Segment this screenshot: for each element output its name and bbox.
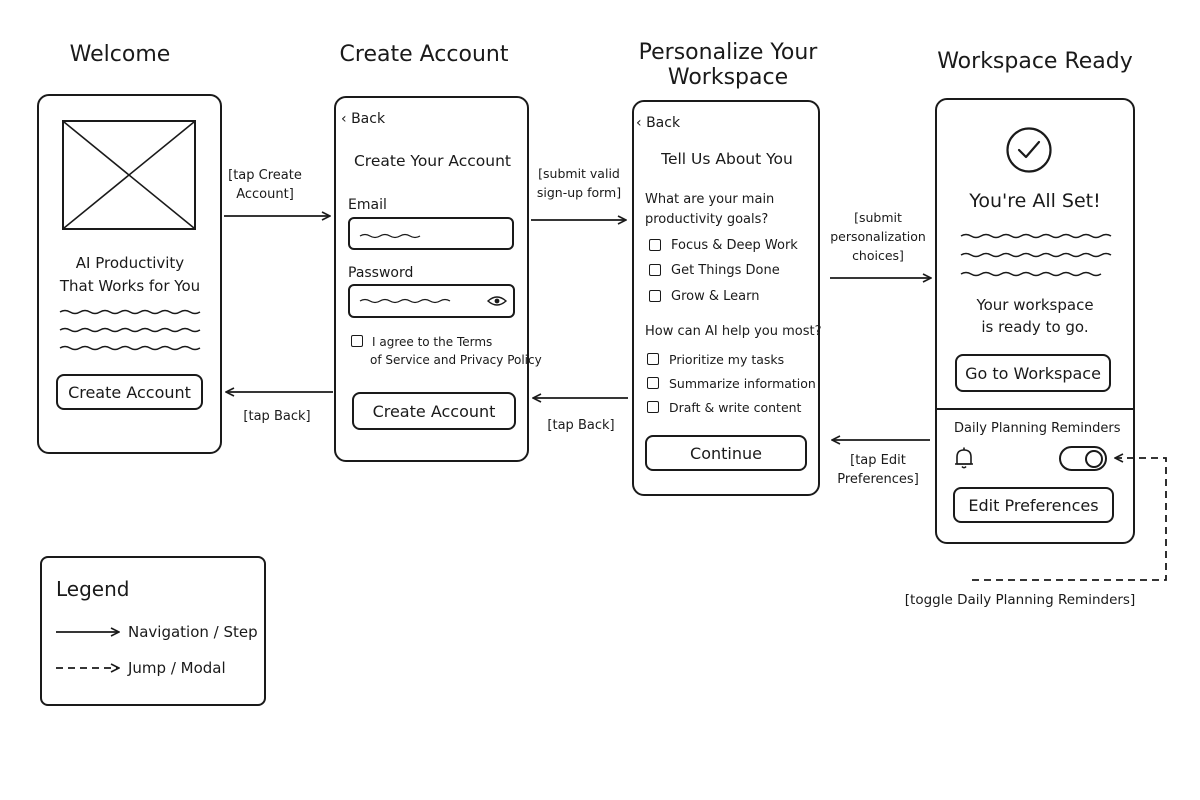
label-line: choices] [852,248,904,263]
chevron-left-icon: ‹ [636,115,642,131]
label-line: [tap Create [228,168,302,183]
workspace-ready-screen [935,98,1135,544]
email-field[interactable] [348,217,514,250]
goal-option: Focus & Deep Work [671,238,798,253]
back-label: Back [646,115,681,131]
legend-solid-label: Navigation / Step [128,623,258,641]
terms-checkbox[interactable] [351,335,363,347]
label-submit-personalization: [submit personalization choices] [826,208,930,265]
welcome-text-placeholder [59,309,201,351]
go-to-workspace-button[interactable]: Go to Workspace [955,354,1111,392]
label-line: personalization [830,229,926,244]
personalize-title-line2: Workspace [667,65,789,90]
welcome-title: Welcome [69,42,171,67]
check-circle-icon [1005,126,1053,174]
goal-checkbox[interactable] [649,264,661,276]
ai-help-checkbox[interactable] [647,401,659,413]
create-account-title: Create Account [339,42,509,67]
label-line: Preferences] [837,472,919,487]
chevron-left-icon: ‹ [341,111,347,127]
personalize-title-line1: Personalize Your [638,40,818,65]
welcome-create-account-button[interactable]: Create Account [56,374,203,410]
field-value-placeholder [359,233,451,304]
label-line: [tap Edit [850,453,906,468]
welcome-headline: AI Productivity That Works for You [40,252,220,298]
label-line: sign-up form] [536,185,622,200]
toggle-knob [1085,449,1103,468]
goal-option: Get Things Done [671,263,780,278]
welcome-headline-line1: AI Productivity [75,254,185,272]
label-tap-back-2: [tap Back] [547,418,615,433]
goal-checkbox[interactable] [649,290,661,302]
ai-help-option: Summarize information [669,376,816,391]
ready-subtext: Your workspace is ready to go. [937,294,1133,338]
ai-help-option: Draft & write content [669,400,802,415]
eye-icon[interactable] [486,293,508,307]
label-tap-back-1: [tap Back] [243,409,311,424]
label-line: [submit valid [538,166,620,181]
personalize-back-button[interactable]: ‹ Back [636,115,680,131]
terms-line1: I agree to the Terms [372,335,493,349]
label-tap-create-account: [tap Create Account] [222,166,308,204]
create-account-button[interactable]: Create Account [352,392,516,430]
reminders-label: Daily Planning Reminders [954,421,1121,436]
back-button[interactable]: ‹ Back [341,111,385,127]
create-account-heading: Create Your Account [353,152,512,170]
welcome-headline-line2: That Works for You [59,277,201,295]
ai-help-question: How can AI help you most? [645,324,822,339]
ai-help-option: Prioritize my tasks [669,352,785,367]
terms-text-line2: of Service and Privacy Policy [370,353,542,367]
personalize-screen [632,100,820,496]
image-placeholder [62,120,196,230]
all-set-heading: You're All Set! [969,190,1101,212]
goals-question-line2: productivity goals? [645,212,769,227]
goals-question: What are your main productivity goals? [645,190,774,230]
goal-option: Grow & Learn [671,289,760,304]
goal-checkbox[interactable] [649,239,661,251]
terms-text: I agree to the Terms [372,333,492,351]
goals-question-line1: What are your main [645,192,775,207]
back-label: Back [351,111,386,127]
label-line: [submit [854,210,902,225]
label-toggle-reminders: [toggle Daily Planning Reminders] [904,592,1136,608]
label-tap-edit-preferences: [tap Edit Preferences] [832,451,924,489]
ai-help-checkbox[interactable] [647,353,659,365]
password-field[interactable] [348,284,515,318]
edit-preferences-button[interactable]: Edit Preferences [953,487,1114,523]
ready-subtext-line1: Your workspace [976,296,1094,314]
section-divider [937,408,1133,410]
personalize-title: Personalize Your Workspace [630,40,826,90]
bell-icon [953,446,975,470]
daily-reminders-toggle[interactable] [1059,446,1107,471]
legend-title: Legend [56,577,130,601]
ready-subtext-line2: is ready to go. [981,318,1089,336]
continue-button[interactable]: Continue [645,435,807,471]
personalize-heading: Tell Us About You [661,150,793,168]
label-submit-signup: [submit valid sign-up form] [531,164,627,202]
label-line: Account] [236,187,294,202]
email-label: Email [348,197,387,213]
ai-help-checkbox[interactable] [647,377,659,389]
arrow-toggle-reminders [972,458,1167,581]
legend [40,556,266,706]
password-label: Password [348,265,414,281]
ready-text-placeholder [960,233,1112,277]
workspace-ready-title: Workspace Ready [937,49,1133,74]
legend-dashed-label: Jump / Modal [128,659,226,677]
